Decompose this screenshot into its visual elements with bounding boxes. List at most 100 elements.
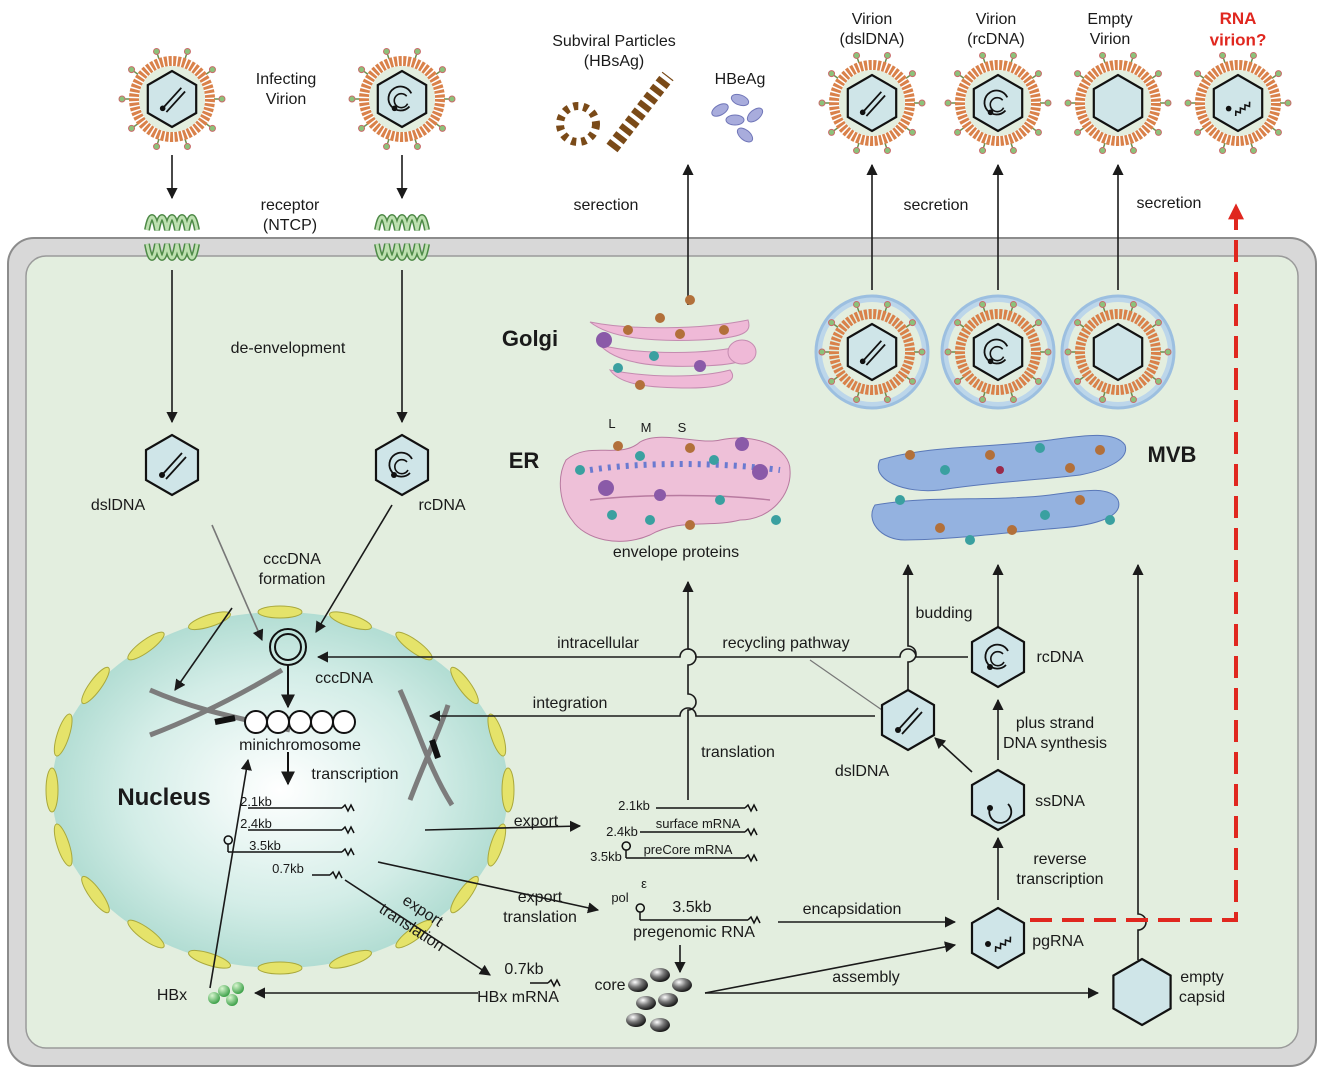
nucleus: [45, 605, 515, 975]
label-transcript-07: 0.7kb: [272, 861, 304, 876]
label-transcript-21: 2.1kb: [240, 794, 272, 809]
label-mrna-21: 2.1kb: [618, 798, 650, 813]
secreted-virion-dsldna: [818, 51, 926, 155]
label-transcription: transcription: [311, 766, 398, 783]
minichromosome-beads: [244, 710, 356, 734]
core-particles: [626, 968, 692, 1032]
nuclear-pores: [45, 605, 515, 975]
capsid-pgrna: [970, 906, 1026, 970]
subviral-particles: [556, 71, 674, 153]
infecting-virion-dsldna: [118, 47, 226, 151]
secreted-empty-virion: [1064, 51, 1172, 155]
label-hbx: HBx: [157, 987, 187, 1004]
label-export: export: [514, 813, 559, 830]
infecting-virion-dsldna-capsid: [146, 69, 198, 129]
label-hbeag: HBeAg: [715, 71, 766, 88]
label-cyto-dsldna: dslDNA: [835, 763, 890, 780]
capsid-empty: [1112, 957, 1172, 1027]
label-encapsidation: encapsidation: [803, 901, 902, 918]
label-virion-rcdna: Virion(rcDNA): [967, 11, 1025, 48]
label-de-envelopment: de-envelopment: [231, 340, 346, 357]
hbeag-particles: [711, 93, 764, 143]
capsid-rcdna: [970, 625, 1026, 689]
label-pol: pol: [611, 890, 628, 905]
capsid-entry-dsldna: [144, 433, 200, 497]
label-intracellular: intracellular: [557, 635, 639, 652]
label-entry-dsldna: dslDNA: [91, 497, 146, 514]
secreted-virion-dsldna-capsid: [846, 73, 898, 133]
label-recycling-pathway: recycling pathway: [722, 635, 849, 652]
label-l: L: [608, 416, 615, 431]
endoplasmic-reticulum: [559, 436, 791, 542]
label-receptor: receptor(NTCP): [261, 197, 320, 234]
label-er: ER: [509, 448, 540, 473]
mvb-virion-dsldna: [814, 294, 930, 410]
infecting-virion-rcdna: [348, 47, 456, 151]
label-nucleus: Nucleus: [117, 784, 210, 811]
label-serection: serection: [574, 197, 639, 214]
label-translation: translation: [701, 744, 775, 761]
secreted-virion-rcdna-capsid: [972, 73, 1024, 133]
hbx-proteins: [208, 982, 244, 1006]
label-secretion-1: secretion: [904, 197, 969, 214]
mvb-virion-rcdna: [940, 294, 1056, 410]
mvb-empty-virion: [1060, 294, 1176, 410]
mvb-virion-rcdna-capsid: [972, 322, 1024, 382]
label-pg-kb: 3.5kb: [672, 899, 711, 916]
label-s: S: [678, 420, 687, 435]
capsid-entry-rcdna: [374, 433, 430, 497]
label-budding: budding: [916, 605, 973, 622]
capsid-dsldna: [880, 688, 936, 752]
host-chromosome-right: [397, 688, 455, 807]
envelope-protein-dots: [575, 295, 1115, 545]
label-transcript-24: 2.4kb: [240, 816, 272, 831]
label-surface-mrna: surface mRNA: [656, 816, 741, 831]
mvb-virion-dsldna-capsid: [846, 322, 898, 382]
label-minichromosome: minichromosome: [239, 737, 361, 754]
rna-virion: [1184, 51, 1292, 155]
mvb-empty-virion-capsid: [1092, 322, 1144, 382]
label-entry-rcdna: rcDNA: [418, 497, 465, 514]
secreted-virion-rcdna: [944, 51, 1052, 155]
label-integration: integration: [533, 695, 608, 712]
label-subviral-particles: Subviral Particles(HBsAg): [552, 33, 676, 70]
host-chromosome-left-2: [149, 667, 284, 738]
label-mrna-24: 2.4kb: [606, 824, 638, 839]
receptor-ntcp-right: [374, 214, 430, 261]
infecting-virion-rcdna-capsid: [376, 69, 428, 129]
label-hbx-kb: 0.7kb: [504, 961, 543, 978]
label-core: core: [594, 977, 625, 994]
label-hbx-mrna: HBx mRNA: [477, 989, 559, 1006]
receptor-ntcp-left: [144, 214, 200, 261]
label-mrna-35: 3.5kb: [590, 849, 622, 864]
label-epsilon: ε: [641, 876, 647, 891]
label-precore-mrna: preCore mRNA: [644, 842, 733, 857]
label-cyto-rcdna: rcDNA: [1036, 649, 1083, 666]
rna-virion-capsid: [1212, 73, 1264, 133]
label-golgi: Golgi: [502, 326, 558, 351]
pregenomic-rna-strand: [530, 803, 761, 988]
secreted-empty-virion-capsid: [1092, 73, 1144, 133]
label-transcript-35: 3.5kb: [249, 838, 281, 853]
label-ssdna: ssDNA: [1035, 793, 1085, 810]
label-assembly: assembly: [832, 969, 900, 986]
label-envelope-proteins: envelope proteins: [613, 544, 739, 561]
label-pgrna: pgRNA: [1032, 933, 1084, 950]
label-secretion-2: secretion: [1137, 195, 1202, 212]
label-mvb: MVB: [1148, 442, 1197, 467]
label-m: M: [641, 420, 652, 435]
label-cccdna: cccDNA: [315, 670, 373, 687]
label-pregenomic-rna: pregenomic RNA: [633, 924, 755, 941]
nuclear-transcripts: [223, 803, 355, 880]
capsid-ssdna: [970, 768, 1026, 832]
rna-virion-route: [1030, 203, 1244, 922]
